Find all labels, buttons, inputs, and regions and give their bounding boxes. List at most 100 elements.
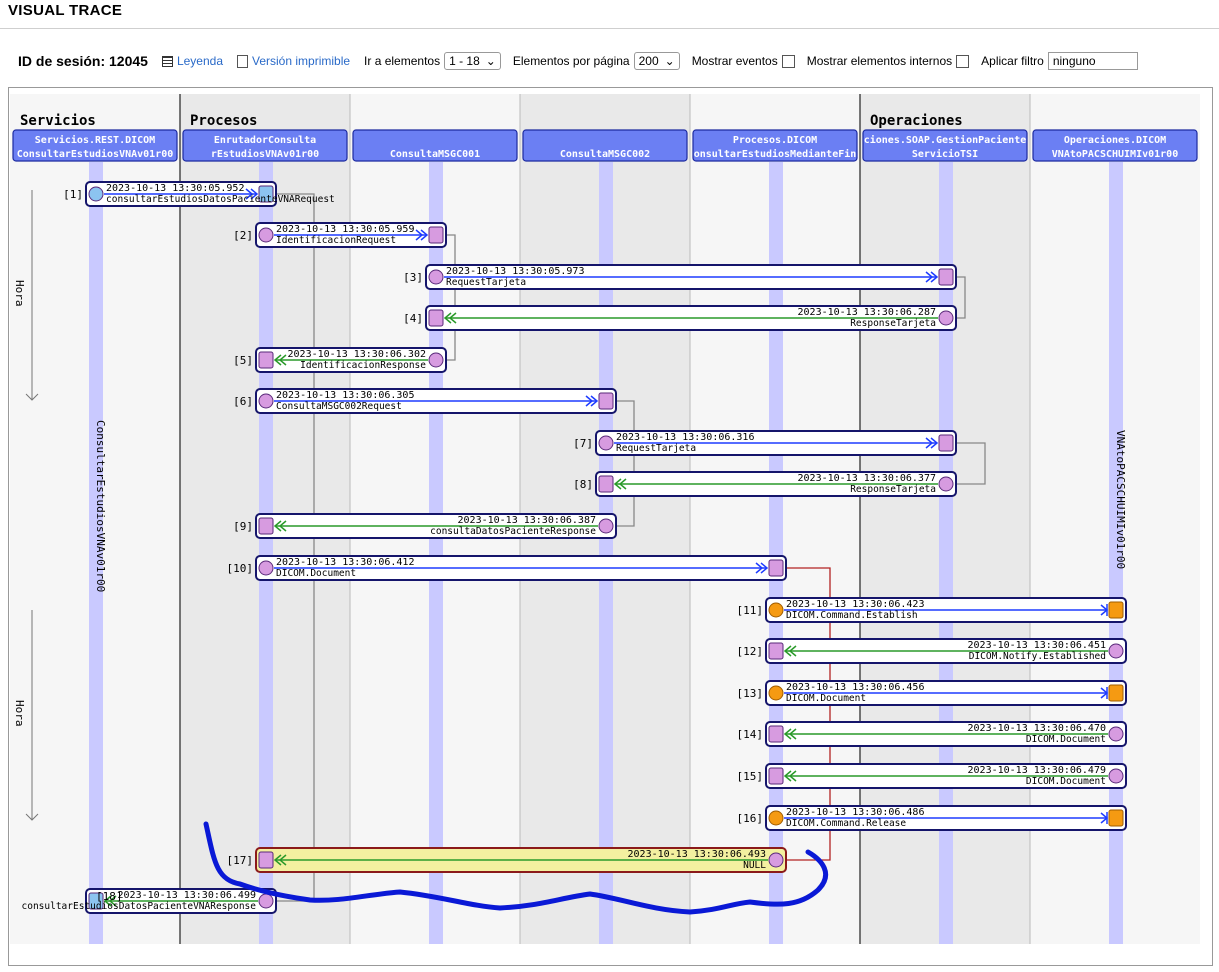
double-arrowhead-icon xyxy=(930,437,939,449)
message-time: 2023-10-13 13:30:06.486 xyxy=(786,807,924,818)
activation-connector xyxy=(786,567,831,861)
print-version-link[interactable]: Versión imprimible xyxy=(237,54,350,68)
column-header-subtitle: ConsultarEstudiosVNAv01r00 xyxy=(17,148,174,160)
column-header[interactable]: ConsultaMSGC002 xyxy=(522,129,688,162)
message-name: consultaDatosPacienteResponse xyxy=(430,526,596,537)
message-end-block xyxy=(258,185,274,203)
double-arrowhead-icon xyxy=(788,770,797,782)
message-time: 2023-10-13 13:30:06.412 xyxy=(276,557,414,568)
filter-input[interactable]: ninguno xyxy=(1047,52,1138,70)
annotation-scribble xyxy=(203,821,829,915)
message-row[interactable]: 2023-10-13 13:30:06.451DICOM.Notify.Esta… xyxy=(737,638,1127,664)
message-start-dot xyxy=(768,810,784,826)
message-index: [14] xyxy=(737,728,764,741)
column-header-subtitle: ConsultaMSGC002 xyxy=(560,149,650,160)
lifeline-label: ConsultarEstudiosVNAv01r00 xyxy=(94,420,107,592)
show-internal-label: Mostrar elementos internos xyxy=(806,54,953,68)
legend-link[interactable]: Leyenda xyxy=(161,54,223,68)
message-start-dot xyxy=(1108,768,1124,784)
double-arrowhead-icon xyxy=(278,854,287,866)
time-axis: Hora xyxy=(13,190,39,401)
goto-label: Ir a elementos xyxy=(364,54,441,68)
double-arrowhead-icon xyxy=(783,770,792,782)
message-row[interactable]: 2023-10-13 13:30:06.479DICOM.Document[15… xyxy=(737,763,1127,789)
column-header[interactable]: Servicios.REST.DICOMConsultarEstudiosVNA… xyxy=(12,129,178,162)
message-name: RequestTarjeta xyxy=(446,277,526,288)
section-heading: Procesos xyxy=(190,113,257,129)
show-events-checkbox[interactable] xyxy=(781,54,795,68)
message-name: ConsultaMSGC002Request xyxy=(276,401,402,412)
message-row[interactable]: 2023-10-13 13:30:06.305ConsultaMSGC002Re… xyxy=(233,388,617,414)
message-start-dot xyxy=(428,352,444,368)
section-heading: Operaciones xyxy=(870,113,963,129)
double-arrowhead-icon xyxy=(420,229,429,241)
column-header-title: Operaciones.DICOM xyxy=(1064,134,1166,146)
message-index: [18] xyxy=(96,890,123,903)
message-start-dot xyxy=(258,227,274,243)
message-end-block xyxy=(768,725,784,743)
lifeline xyxy=(1109,162,1123,944)
column-header-box[interactable] xyxy=(692,129,858,162)
message-row[interactable]: 2023-10-13 13:30:06.302IdentificacionRes… xyxy=(233,347,447,373)
message-start-dot xyxy=(258,560,274,576)
per-page-select[interactable]: 200⌄ xyxy=(633,52,680,70)
double-arrowhead-icon xyxy=(783,728,792,740)
goto-select[interactable]: 1 - 18⌄ xyxy=(444,52,501,70)
double-arrowhead-icon xyxy=(278,354,287,366)
message-index: [2] xyxy=(233,229,253,242)
message-row[interactable]: 2023-10-13 13:30:06.470DICOM.Document[14… xyxy=(737,721,1127,747)
column-header-box[interactable] xyxy=(522,129,688,162)
title-divider xyxy=(0,28,1219,29)
show-internal-checkbox[interactable] xyxy=(956,54,970,68)
message-index: [12] xyxy=(737,645,764,658)
message-time: 2023-10-13 13:30:06.451 xyxy=(968,640,1106,651)
message-row[interactable]: 2023-10-13 13:30:05.952consultarEstudios… xyxy=(63,181,335,207)
message-time: 2023-10-13 13:30:05.959 xyxy=(276,224,414,235)
column-header[interactable]: Procesos.DICOMonsultarEstudiosMedianteFi… xyxy=(692,129,858,162)
message-name: DICOM.Notify.Established xyxy=(969,651,1106,662)
message-row[interactable]: 2023-10-13 13:30:06.387consultaDatosPaci… xyxy=(233,513,617,539)
column-header-box[interactable] xyxy=(862,129,1028,162)
message-start-dot xyxy=(768,685,784,701)
column-header[interactable]: ConsultaMSGC001 xyxy=(352,129,518,162)
message-row[interactable]: 2023-10-13 13:30:06.499consultarEstudios… xyxy=(22,888,277,914)
column-header-box[interactable] xyxy=(12,129,178,162)
goto-value: 1 - 18 xyxy=(449,54,480,68)
double-arrowhead-icon xyxy=(760,562,769,574)
message-row[interactable]: 2023-10-13 13:30:05.959IdentificacionReq… xyxy=(233,222,447,248)
double-arrowhead-icon xyxy=(273,854,282,866)
message-row[interactable]: 2023-10-13 13:30:06.412DICOM.Document[10… xyxy=(227,555,787,581)
message-row[interactable]: 2023-10-13 13:30:06.287ResponseTarjeta[4… xyxy=(403,305,957,331)
message-index: [8] xyxy=(573,478,593,491)
section-heading: Servicios xyxy=(20,113,96,129)
message-row[interactable]: 2023-10-13 13:30:06.456DICOM.Document[13… xyxy=(737,680,1127,706)
per-page-label: Elementos por página xyxy=(512,54,630,68)
double-arrowhead-icon xyxy=(925,271,934,283)
legend-link-label: Leyenda xyxy=(176,54,223,68)
message-end-block xyxy=(768,767,784,785)
message-index: [11] xyxy=(737,604,764,617)
message-row[interactable]: 2023-10-13 13:30:06.423DICOM.Command.Est… xyxy=(737,597,1127,623)
message-name: NULL xyxy=(743,860,766,871)
message-name: consultarEstudiosDatosPacienteVNARequest xyxy=(106,194,335,205)
message-end-block xyxy=(258,851,274,869)
message-end-block xyxy=(768,642,784,660)
message-row[interactable]: 2023-10-13 13:30:06.377ResponseTarjeta[8… xyxy=(573,471,957,497)
double-arrowhead-icon xyxy=(613,478,622,490)
column-header-box[interactable] xyxy=(1032,129,1198,162)
message-row[interactable]: 2023-10-13 13:30:06.486DICOM.Command.Rel… xyxy=(737,805,1127,831)
message-name: DICOM.Command.Establish xyxy=(786,610,918,621)
message-name: ResponseTarjeta xyxy=(850,484,936,495)
message-start-dot xyxy=(598,435,614,451)
message-end-block xyxy=(768,559,784,577)
column-header-box[interactable] xyxy=(352,129,518,162)
double-arrowhead-icon xyxy=(103,895,112,907)
column-header-box[interactable] xyxy=(182,129,348,162)
